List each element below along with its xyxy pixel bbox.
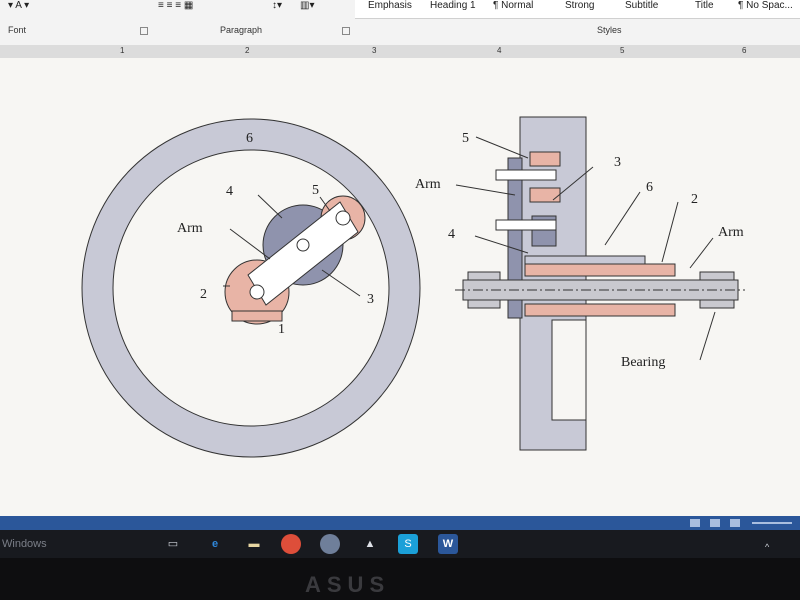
label-section-arm-top: Arm — [415, 177, 441, 192]
label-section-arm-right: Arm — [718, 225, 744, 240]
label-section-gear-6: 6 — [646, 180, 653, 195]
bearing-left-low — [467, 299, 501, 309]
styles-gallery: Emphasis Heading 1 ¶ Normal Strong Subti… — [355, 0, 800, 19]
styles-group-label: Styles — [597, 25, 622, 35]
style-strong[interactable]: Strong — [565, 0, 595, 11]
pivot-pin-low — [249, 284, 265, 300]
paragraph-group-label: Paragraph — [220, 25, 263, 35]
label-bearing: Bearing — [621, 355, 665, 370]
tray-chevron-icon[interactable]: ^ — [765, 542, 770, 552]
label-gear-5: 5 — [312, 183, 319, 198]
label-section-gear-5: 5 — [462, 131, 469, 146]
font-dialog-launcher[interactable] — [140, 27, 148, 35]
ribbon: ▾ A ▾ ≡ ≡ ≡ ▦ ↕▾ ▥▾ Font Paragraph Style… — [0, 0, 800, 46]
lower-pin — [495, 219, 557, 231]
ring-gear-6-inner — [551, 319, 587, 421]
label-gear-3: 3 — [367, 292, 374, 307]
gear-5-block — [529, 151, 561, 167]
zoom-slider[interactable] — [752, 522, 792, 524]
word-icon[interactable]: W — [438, 534, 458, 554]
bearing-left — [467, 271, 501, 281]
fixed-ground — [231, 310, 283, 322]
line-spacing-button[interactable]: ↕▾ — [272, 0, 283, 11]
style-heading-1[interactable]: Heading 1 — [430, 0, 476, 11]
skype-icon[interactable]: S — [398, 534, 418, 554]
style-normal[interactable]: ¶ Normal — [493, 0, 534, 11]
status-bar — [0, 516, 800, 530]
label-arm: Arm — [177, 221, 203, 236]
hub-gear-2 — [524, 263, 676, 277]
hub-gear-2-lower — [524, 303, 676, 317]
ruler-number: 3 — [372, 46, 377, 55]
ruler-number: 4 — [497, 46, 502, 55]
paragraph-align-buttons[interactable]: ≡ ≡ ≡ ▦ — [158, 0, 194, 11]
search-box[interactable]: Windows — [2, 538, 47, 550]
web-layout-icon[interactable] — [730, 519, 740, 527]
label-ring-6: 6 — [246, 131, 253, 146]
horizontal-ruler[interactable]: 1 2 3 4 5 6 — [0, 45, 800, 59]
style-subtitle[interactable]: Subtitle — [625, 0, 659, 11]
monitor-brand-logo: ASUS — [305, 572, 391, 597]
edge-browser-icon[interactable]: e — [211, 538, 219, 550]
task-view-icon[interactable]: ▭ — [167, 538, 179, 550]
shading-button[interactable]: ▥▾ — [300, 0, 315, 11]
font-group-label: Font — [8, 25, 27, 35]
file-explorer-icon[interactable]: ▬ — [248, 538, 260, 550]
section-view: 5 3 Arm 6 2 Arm 4 Bearing — [415, 116, 745, 451]
app-icon[interactable]: ▲ — [364, 538, 376, 550]
pivot-pin-mid — [296, 238, 310, 252]
label-section-gear-2: 2 — [691, 192, 698, 207]
gear-3-block — [529, 187, 561, 203]
arm-plate — [507, 157, 523, 319]
read-mode-icon[interactable] — [690, 519, 700, 527]
pivot-pin-top — [335, 210, 351, 226]
arm-link — [247, 201, 359, 306]
style-emphasis[interactable]: Emphasis — [368, 0, 412, 11]
front-view: 6 4 5 Arm 2 3 1 — [81, 118, 421, 458]
leader-lines-front — [223, 194, 361, 297]
upper-pin — [495, 169, 557, 181]
bearing-right — [699, 271, 735, 281]
label-gear-4: 4 — [226, 184, 233, 199]
label-gear-2: 2 — [200, 287, 207, 302]
ring-gear-6 — [81, 118, 421, 458]
hub-sleeve — [524, 255, 646, 265]
style-no-spacing[interactable]: ¶ No Spac... — [738, 0, 793, 11]
taskbar: Windows ▭ e ▬ ▲ S W ^ — [0, 530, 800, 558]
ruler-number: 2 — [245, 46, 250, 55]
leader-lines-section — [455, 136, 716, 361]
document-page[interactable]: 6 4 5 Arm 2 3 1 — [0, 58, 800, 516]
ruler-number: 5 — [620, 46, 625, 55]
paragraph-dialog-launcher[interactable] — [342, 27, 350, 35]
print-layout-icon[interactable] — [710, 519, 720, 527]
monitor-bezel: ASUS — [0, 558, 800, 600]
bearing-right-low — [699, 299, 735, 309]
ruler-number: 1 — [120, 46, 125, 55]
media-player-icon[interactable] — [320, 534, 340, 554]
style-title[interactable]: Title — [695, 0, 714, 11]
label-section-gear-3: 3 — [614, 155, 621, 170]
label-fixed-1: 1 — [278, 322, 285, 337]
ruler-number: 6 — [742, 46, 747, 55]
chrome-icon[interactable] — [281, 534, 301, 554]
label-section-gear-4: 4 — [448, 227, 455, 242]
planetary-gear-figure: 6 4 5 Arm 2 3 1 — [81, 116, 745, 458]
font-buttons[interactable]: ▾ A ▾ — [8, 0, 30, 11]
